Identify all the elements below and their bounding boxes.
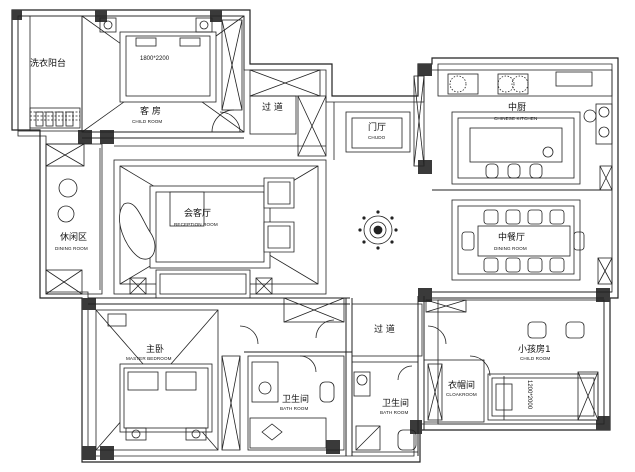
leisure-area bbox=[45, 143, 103, 295]
child-room-2-en: CHILD ROOM bbox=[520, 356, 551, 361]
bathroom-2-en: BATH ROOM bbox=[380, 410, 409, 415]
corridor-top-label: 过 道 bbox=[262, 103, 283, 113]
leisure-area-en: DINING ROOM bbox=[55, 246, 88, 251]
dining-room-label: 中餐厅 bbox=[498, 233, 526, 243]
child-room-top bbox=[81, 15, 245, 133]
reception-room bbox=[113, 145, 327, 299]
foyer-en: CHUDO bbox=[368, 135, 386, 140]
child-room-top-en: CHILD ROOM bbox=[132, 119, 163, 124]
structural-columns bbox=[12, 10, 610, 460]
foyer bbox=[333, 75, 425, 167]
round-table bbox=[358, 210, 398, 250]
bathroom-1-en: BATH ROOM bbox=[280, 406, 309, 411]
dining-room-en: DINING ROOM bbox=[494, 246, 527, 251]
cloakroom bbox=[423, 359, 485, 423]
child-room-2-label: 小孩房1 bbox=[518, 345, 551, 355]
laundry-balcony-label: 洗衣阳台 bbox=[30, 59, 67, 69]
cloakroom-label: 衣帽间 bbox=[448, 381, 476, 391]
interior-partitions bbox=[82, 131, 612, 456]
corridor-mid-label: 过 道 bbox=[374, 325, 395, 335]
master-bedroom-label: 主卧 bbox=[146, 345, 165, 355]
bathroom-1 bbox=[247, 355, 345, 451]
laundry-balcony bbox=[17, 15, 83, 132]
reception-room-label: 会客厅 bbox=[184, 209, 212, 219]
bathroom-2-label: 卫生间 bbox=[382, 399, 410, 409]
child-room-2-bed-size: 1200*2000 bbox=[526, 380, 532, 410]
cloakroom-en: CLOAKROOM bbox=[446, 392, 477, 397]
dining-room bbox=[451, 199, 613, 285]
child-room-2 bbox=[437, 299, 605, 425]
leisure-area-label: 休闲区 bbox=[60, 233, 88, 243]
master-bedroom bbox=[95, 309, 259, 451]
child-room-bed-size: 1800*2200 bbox=[140, 56, 170, 62]
reception-room-en: RECEPTION ROOM bbox=[174, 222, 218, 227]
bathroom-1-label: 卫生间 bbox=[282, 395, 310, 405]
chinese-kitchen bbox=[437, 69, 613, 191]
foyer-label: 门厅 bbox=[368, 123, 387, 133]
chinese-kitchen-label: 中厨 bbox=[508, 103, 527, 113]
child-room-top-label: 客 房 bbox=[140, 107, 161, 117]
chinese-kitchen-en: CHINESE KITCHEN bbox=[494, 116, 538, 121]
master-bedroom-en: MASTER BEDROOM bbox=[126, 356, 172, 361]
